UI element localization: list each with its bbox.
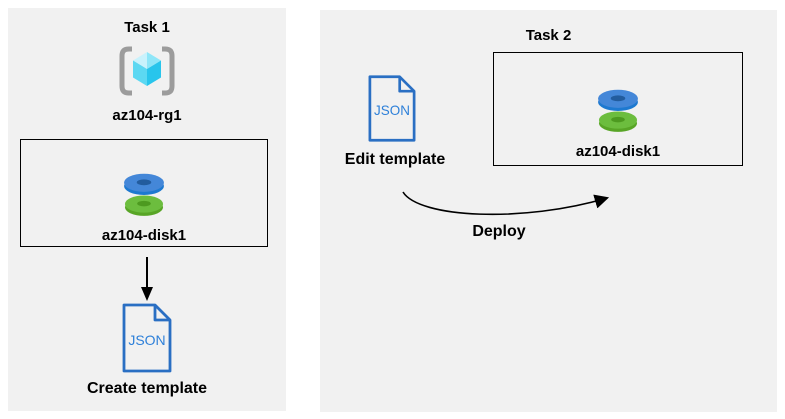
task1-panel: Task 1 az104-rg1	[8, 8, 286, 411]
deploy-curved-arrow-icon	[395, 182, 635, 232]
resource-group-icon	[119, 46, 175, 96]
task1-title: Task 1	[124, 19, 170, 36]
edit-template-caption: Edit template	[344, 151, 446, 168]
task2-title: Task 2	[525, 27, 572, 44]
disk-label: az104-disk1	[101, 227, 187, 244]
create-template-caption: Create template	[86, 380, 208, 397]
down-arrow-icon	[139, 257, 155, 301]
disk-box-task2: az104-disk1	[493, 52, 743, 166]
json-file-text: JSON	[374, 103, 410, 118]
disk-icon	[589, 87, 647, 135]
json-file-icon: JSON	[367, 74, 417, 143]
json-file-text: JSON	[128, 332, 165, 348]
json-file-icon: JSON	[121, 303, 173, 373]
task2-panel: Task 2 JSON Edit template az104-dis	[320, 10, 777, 412]
disk-label: az104-disk1	[575, 143, 661, 160]
disk-box-task1: az104-disk1	[20, 139, 268, 247]
deploy-caption: Deploy	[472, 223, 526, 240]
disk-icon	[115, 171, 173, 219]
resource-group-label: az104-rg1	[112, 107, 182, 124]
